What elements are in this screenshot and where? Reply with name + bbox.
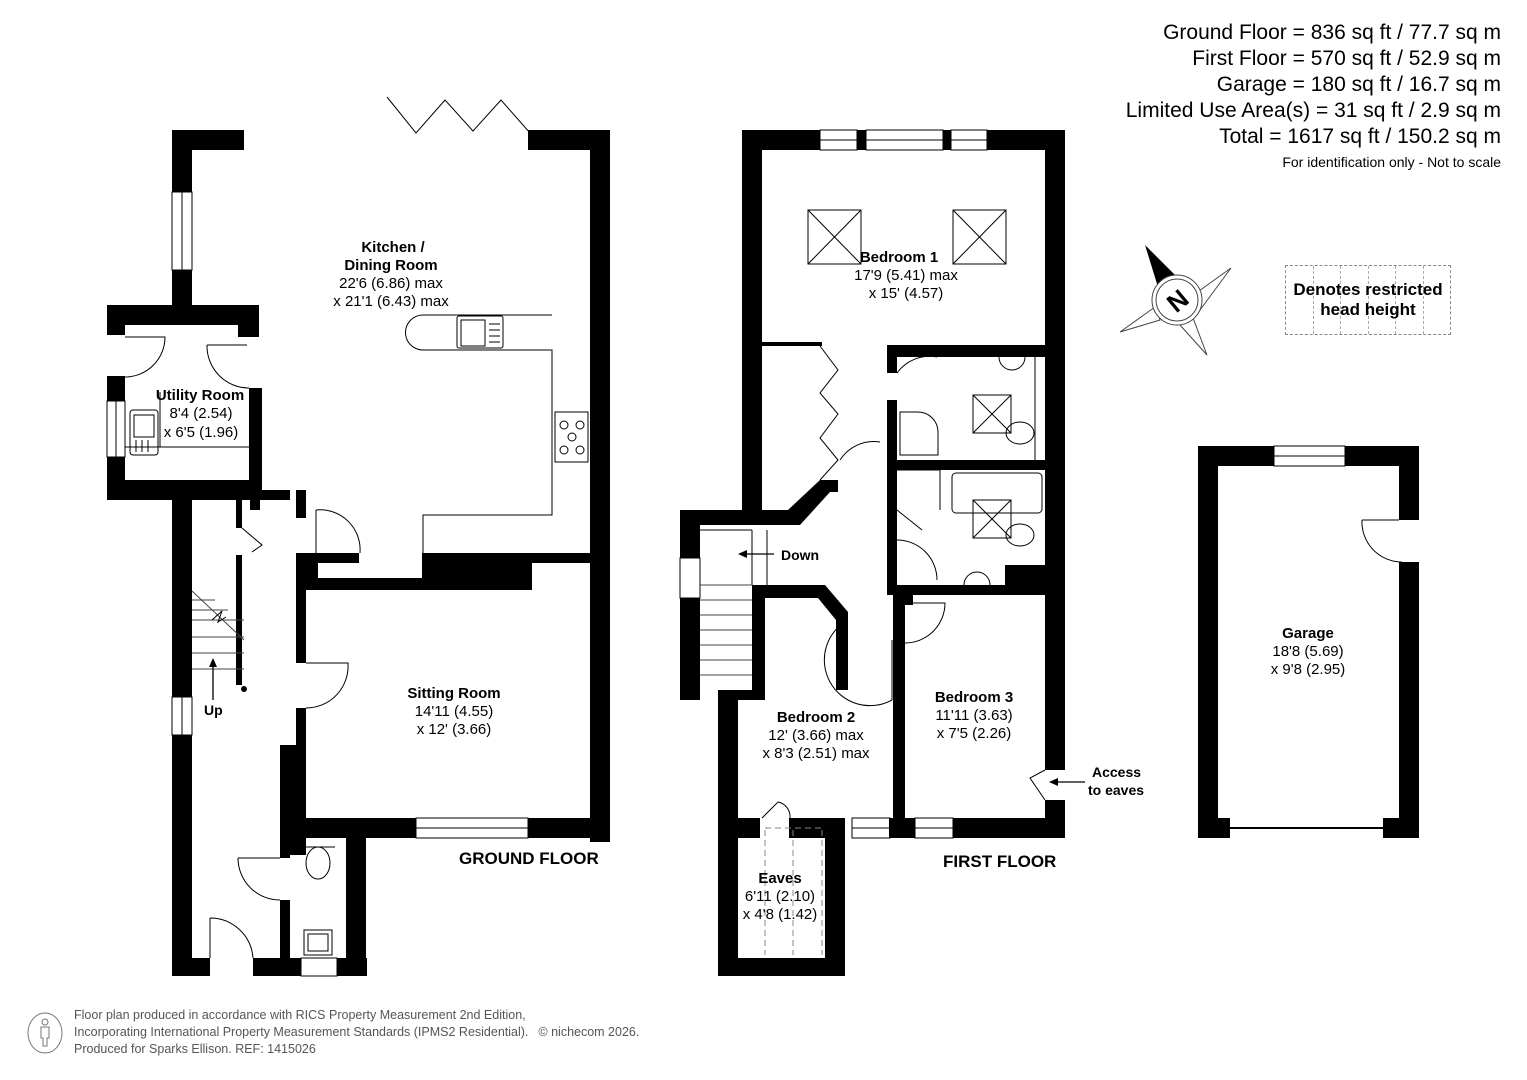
- bedroom-2-name: Bedroom 2: [777, 709, 855, 726]
- utility-room-dim-2: x 6'5 (1.96): [164, 424, 239, 441]
- sitting-room-name: Sitting Room: [407, 685, 500, 702]
- scale-note: For identification only - Not to scale: [1282, 154, 1501, 170]
- first-floor-area: First Floor = 570 sq ft / 52.9 sq m: [1192, 47, 1501, 70]
- bedroom-1-name: Bedroom 1: [860, 249, 938, 266]
- ground-floor-label: GROUND FLOOR: [459, 849, 599, 868]
- bedroom-2-dim-2: x 8'3 (2.51) max: [762, 745, 870, 762]
- kitchen-dim-1: 22'6 (6.86) max: [339, 275, 443, 292]
- footer-line-2: Incorporating International Property Mea…: [74, 1025, 529, 1039]
- garage-plan: Garage 18'8 (5.69) x 9'8 (2.95): [1198, 445, 1419, 838]
- stairs: [191, 590, 245, 700]
- eaves-access-line-1: Access: [1092, 764, 1141, 780]
- eaves-access-line-2: to eaves: [1088, 782, 1144, 798]
- legend-line-2: head height: [1320, 300, 1416, 319]
- area-summary: Ground Floor = 836 sq ft / 77.7 sq m Fir…: [1126, 20, 1501, 170]
- first-floor-plan: Down Access to eaves Bed: [679, 129, 1144, 976]
- bedroom-3-dim-2: x 7'5 (2.26): [937, 725, 1012, 742]
- footer-copyright: © nichecom 2026.: [538, 1025, 640, 1039]
- garage-name: Garage: [1282, 625, 1334, 642]
- eaves-name: Eaves: [758, 870, 801, 887]
- garage-dim-1: 18'8 (5.69): [1272, 643, 1343, 660]
- footer-line-3: Produced for Sparks Ellison. REF: 141502…: [74, 1042, 316, 1056]
- footer-credits: Floor plan produced in accordance with R…: [26, 1007, 639, 1058]
- sitting-room-dim-1: 14'11 (4.55): [415, 703, 493, 720]
- footer-line-1: Floor plan produced in accordance with R…: [74, 1008, 526, 1022]
- kitchen-name: Kitchen /: [361, 239, 425, 256]
- first-floor-label: FIRST FLOOR: [943, 852, 1056, 871]
- utility-room-dim-1: 8'4 (2.54): [170, 405, 233, 422]
- bedroom-1-dim-2: x 15' (4.57): [869, 285, 944, 302]
- ground-floor-area: Ground Floor = 836 sq ft / 77.7 sq m: [1163, 21, 1501, 44]
- compass-north-icon: N: [1119, 245, 1232, 356]
- eaves-dim-1: 6'11 (2.10): [745, 888, 815, 905]
- limited-use-area: Limited Use Area(s) = 31 sq ft / 2.9 sq …: [1125, 99, 1501, 122]
- bedroom-2-dim-1: 12' (3.66) max: [768, 727, 864, 744]
- kitchen-name-2: Dining Room: [344, 257, 437, 274]
- garage-area: Garage = 180 sq ft / 16.7 sq m: [1216, 73, 1501, 96]
- stairs-down-label: Down: [781, 547, 819, 563]
- stairs-up-label: Up: [204, 702, 223, 718]
- ground-floor-plan: Kitchen / Dining Room 22'6 (6.86) max x …: [106, 96, 610, 977]
- total-area: Total = 1617 sq ft / 150.2 sq m: [1219, 125, 1501, 148]
- bedroom-3-dim-1: 11'11 (3.63): [935, 707, 1012, 724]
- person-scale-icon: [27, 1012, 63, 1053]
- bedroom-1-dim-1: 17'9 (5.41) max: [854, 267, 958, 284]
- utility-room-name: Utility Room: [156, 387, 244, 404]
- garage-dim-2: x 9'8 (2.95): [1271, 661, 1346, 678]
- sitting-room-dim-2: x 12' (3.66): [417, 721, 492, 738]
- eaves-dim-2: x 4'8 (1.42): [743, 906, 818, 923]
- bedroom-3-name: Bedroom 3: [935, 689, 1013, 706]
- legend-line-1: Denotes restricted: [1293, 280, 1443, 299]
- stairs-down: [700, 584, 752, 676]
- kitchen-dim-2: x 21'1 (6.43) max: [333, 293, 449, 310]
